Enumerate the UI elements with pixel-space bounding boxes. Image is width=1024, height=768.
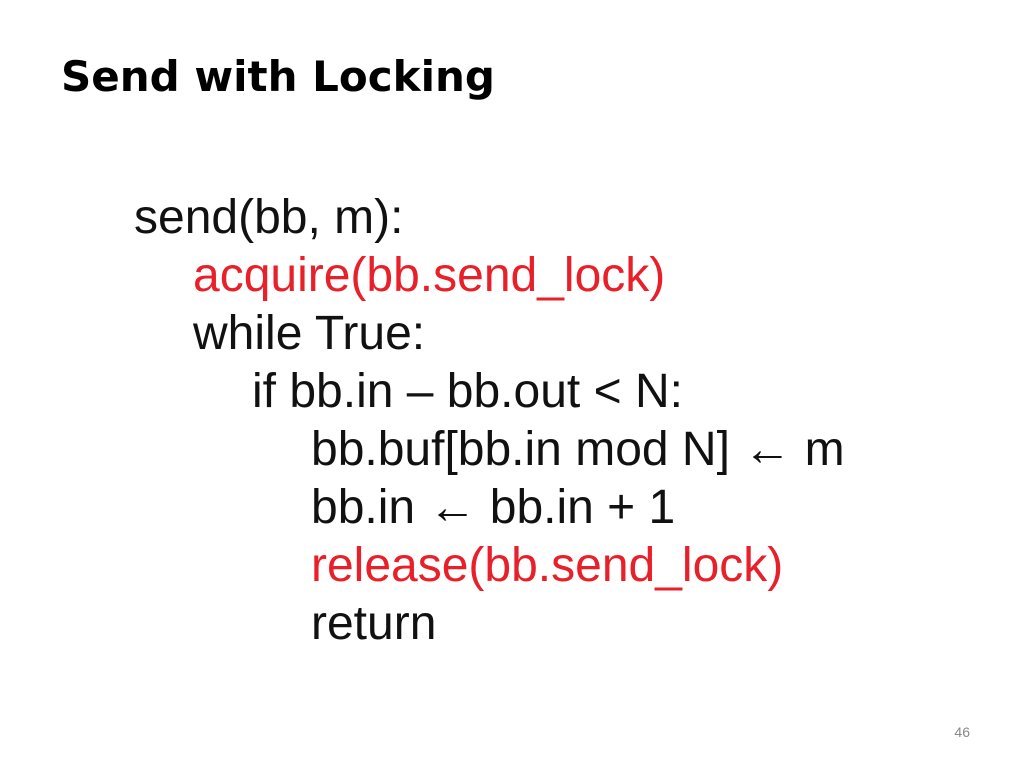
code-line-acquire-lock: acquire(bb.send_lock) [193, 249, 666, 302]
code-line-while-true: while True: [193, 307, 426, 360]
slide-title: Send with Locking [61, 52, 495, 101]
code-block: send(bb, m): acquire(bb.send_lock) while… [134, 188, 934, 668]
code-line-increment-in: bb.in ← bb.in + 1 [311, 481, 676, 534]
code-line-write-buffer: bb.buf[bb.in mod N] ← m [311, 423, 845, 476]
slide-number: 46 [954, 724, 970, 740]
code-line-return: return [311, 597, 437, 650]
code-line-release-lock: release(bb.send_lock) [311, 539, 784, 592]
code-line-send-signature: send(bb, m): [134, 191, 404, 244]
code-line-if-buffer-not-full: if bb.in – bb.out < N: [252, 365, 683, 418]
